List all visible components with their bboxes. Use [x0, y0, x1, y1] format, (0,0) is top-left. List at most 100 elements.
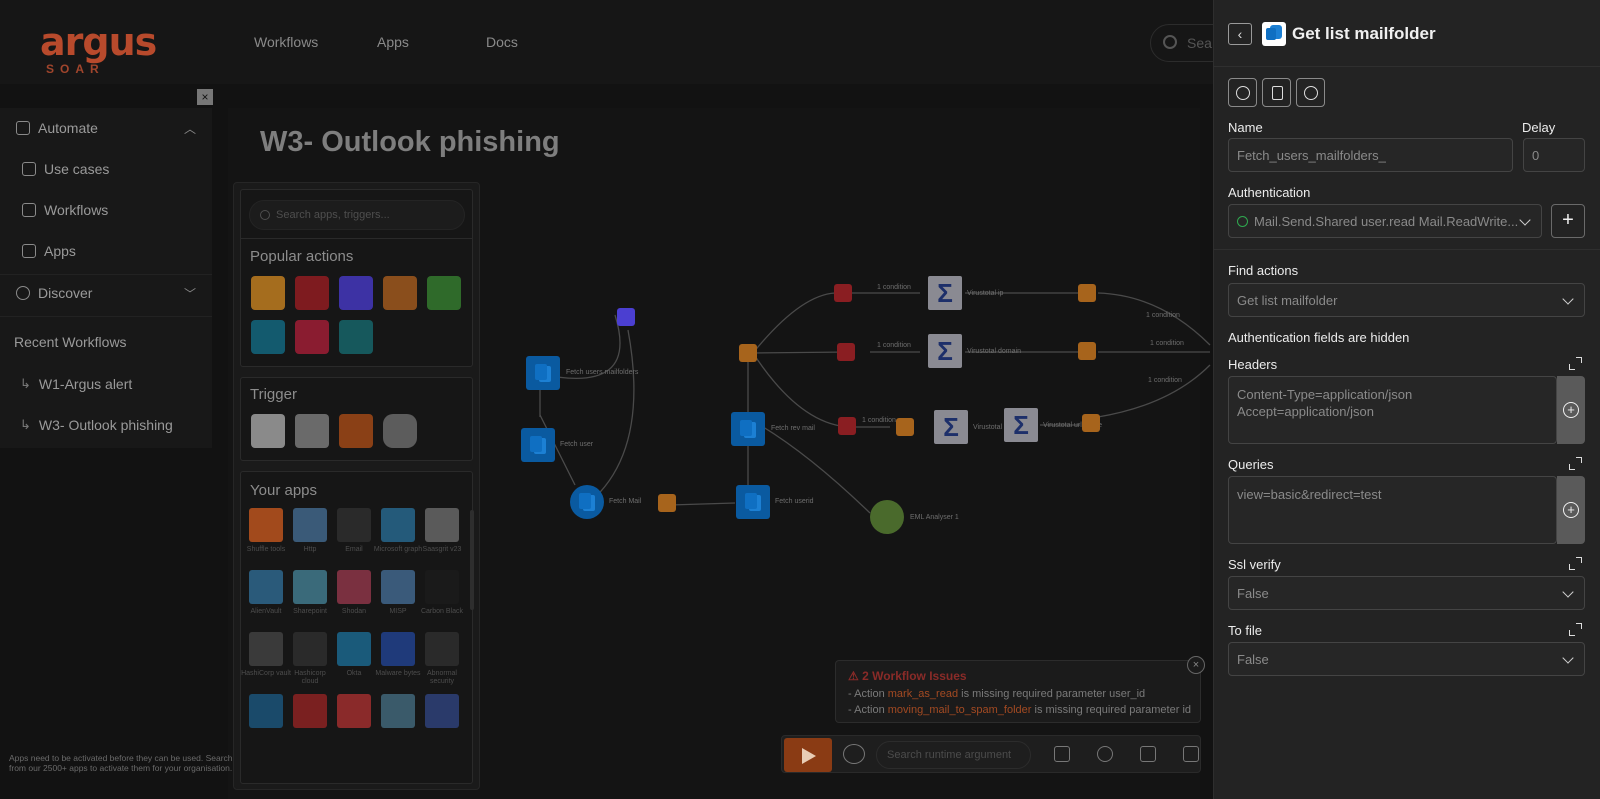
- docs-button[interactable]: [1262, 78, 1291, 107]
- run-button[interactable]: [784, 738, 832, 772]
- frog-node-eml-analyser[interactable]: [870, 500, 904, 534]
- name-input[interactable]: Fetch_users_mailfolders_: [1228, 138, 1513, 172]
- virustotal-node-domain[interactable]: [928, 334, 962, 368]
- authentication-select[interactable]: Mail.Send.Shared user.read Mail.ReadWrit…: [1228, 204, 1542, 238]
- to-file-select[interactable]: False: [1228, 642, 1585, 676]
- schedule-trigger-icon[interactable]: [295, 414, 329, 448]
- repeat-action-icon[interactable]: [251, 276, 285, 310]
- back-button[interactable]: ‹: [1228, 23, 1252, 45]
- app-tile[interactable]: [337, 508, 371, 542]
- tools-node[interactable]: [658, 494, 676, 512]
- sidebar-item-discover[interactable]: Discover: [16, 285, 92, 301]
- outlook-node-fetch-rev-mail[interactable]: [731, 412, 765, 446]
- app-tile[interactable]: [381, 570, 415, 604]
- download-action-icon[interactable]: [251, 320, 285, 354]
- outlook-node-fetch-userid[interactable]: [736, 485, 770, 519]
- queries-textarea[interactable]: view=basic&redirect=test: [1228, 476, 1557, 544]
- app-tile[interactable]: [381, 632, 415, 666]
- app-tile[interactable]: [381, 508, 415, 542]
- app-tile[interactable]: [337, 632, 371, 666]
- app-tile[interactable]: [293, 508, 327, 542]
- issue-action-link[interactable]: moving_mail_to_spam_folder: [887, 704, 1032, 716]
- document-action-icon[interactable]: [383, 276, 417, 310]
- database-action-icon[interactable]: [427, 276, 461, 310]
- workflow-canvas[interactable]: [480, 185, 1213, 725]
- code-action-icon[interactable]: [339, 276, 373, 310]
- nav-docs[interactable]: Docs: [486, 34, 518, 50]
- app-tile[interactable]: [249, 694, 283, 728]
- shuffle-trigger-icon[interactable]: [339, 414, 373, 448]
- tools-node[interactable]: [896, 418, 914, 436]
- workflow-graph-icon[interactable]: [843, 744, 865, 764]
- app-tile[interactable]: [381, 694, 415, 728]
- app-tile[interactable]: [337, 570, 371, 604]
- headers-textarea[interactable]: Content-Type=application/json Accept=app…: [1228, 376, 1557, 444]
- tools-node[interactable]: [739, 344, 757, 362]
- chevron-down-icon[interactable]: ﹀: [183, 287, 196, 301]
- merge-action-icon[interactable]: [295, 320, 329, 354]
- app-tile[interactable]: [293, 570, 327, 604]
- recent-workflow-item[interactable]: ↳ W1-Argus alert: [20, 376, 132, 392]
- nav-workflows[interactable]: Workflows: [254, 34, 319, 50]
- user-input-trigger-icon[interactable]: [383, 414, 417, 448]
- delete-icon[interactable]: [1140, 746, 1156, 762]
- app-tile[interactable]: [249, 632, 283, 666]
- runtime-argument-input[interactable]: Search runtime argument: [876, 741, 1031, 769]
- app-tile[interactable]: [425, 570, 459, 604]
- tools-node[interactable]: [1078, 284, 1096, 302]
- expand-icon[interactable]: [1569, 557, 1582, 570]
- app-tile[interactable]: [249, 570, 283, 604]
- app-tile[interactable]: [293, 694, 327, 728]
- tools-node[interactable]: [1082, 414, 1100, 432]
- apps-scrollbar[interactable]: [470, 510, 474, 610]
- app-tile[interactable]: [425, 508, 459, 542]
- virustotal-node-url[interactable]: [934, 410, 968, 444]
- recent-workflow-item[interactable]: ↳ W3- Outlook phishing: [20, 417, 173, 433]
- expand-icon[interactable]: [1569, 623, 1582, 636]
- headers-add-button[interactable]: +: [1557, 376, 1585, 444]
- sidebar-item-apps[interactable]: Apps: [22, 243, 76, 259]
- app-tile[interactable]: [249, 508, 283, 542]
- filter-node[interactable]: [837, 343, 855, 361]
- send-action-icon[interactable]: [339, 320, 373, 354]
- undo-icon[interactable]: [1097, 746, 1113, 762]
- app-search-input[interactable]: Search apps, triggers...: [249, 200, 465, 230]
- expand-icon[interactable]: [1569, 457, 1582, 470]
- app-tile[interactable]: [425, 632, 459, 666]
- chevron-up-icon[interactable]: ︿: [183, 122, 196, 136]
- issue-action-link[interactable]: mark_as_read: [887, 688, 959, 700]
- argus-logo[interactable]: argus SOAR: [40, 22, 175, 76]
- filter-node[interactable]: [838, 417, 856, 435]
- app-tile[interactable]: [293, 632, 327, 666]
- virustotal-node-url-single[interactable]: [1004, 408, 1038, 442]
- webhook-trigger-icon[interactable]: [251, 414, 285, 448]
- expand-icon[interactable]: [1569, 357, 1582, 370]
- queries-add-button[interactable]: +: [1557, 476, 1585, 544]
- app-tile[interactable]: [425, 694, 459, 728]
- add-authentication-button[interactable]: +: [1551, 204, 1585, 238]
- workflow-title[interactable]: W3- Outlook phishing: [260, 126, 560, 158]
- tools-node[interactable]: [1078, 342, 1096, 360]
- sidebar-item-use-cases[interactable]: Use cases: [22, 161, 109, 177]
- filter-action-icon[interactable]: [295, 276, 329, 310]
- virustotal-node-ip[interactable]: [928, 276, 962, 310]
- nav-apps[interactable]: Apps: [377, 34, 409, 50]
- divider: [0, 316, 212, 317]
- save-icon[interactable]: [1054, 746, 1070, 762]
- ssl-verify-select[interactable]: False: [1228, 576, 1585, 610]
- filter-node[interactable]: [834, 284, 852, 302]
- issues-close-button[interactable]: ×: [1187, 656, 1205, 674]
- delay-input[interactable]: 0: [1523, 138, 1585, 172]
- outlook-node-fetch-mail[interactable]: [570, 485, 604, 519]
- find-actions-select[interactable]: Get list mailfolder: [1228, 283, 1585, 317]
- app-tile[interactable]: [337, 694, 371, 728]
- sidebar-item-workflows[interactable]: Workflows: [22, 202, 108, 218]
- sidebar-close-button[interactable]: ×: [197, 89, 213, 105]
- check-button[interactable]: [1296, 78, 1325, 107]
- undo-button[interactable]: [1228, 78, 1257, 107]
- comment-icon[interactable]: [1183, 746, 1199, 762]
- code-node[interactable]: [617, 308, 635, 326]
- sidebar-item-automate[interactable]: Automate: [16, 120, 98, 136]
- outlook-node-fetch-user[interactable]: [521, 428, 555, 462]
- outlook-node-fetch-users-mailfolders[interactable]: [526, 356, 560, 390]
